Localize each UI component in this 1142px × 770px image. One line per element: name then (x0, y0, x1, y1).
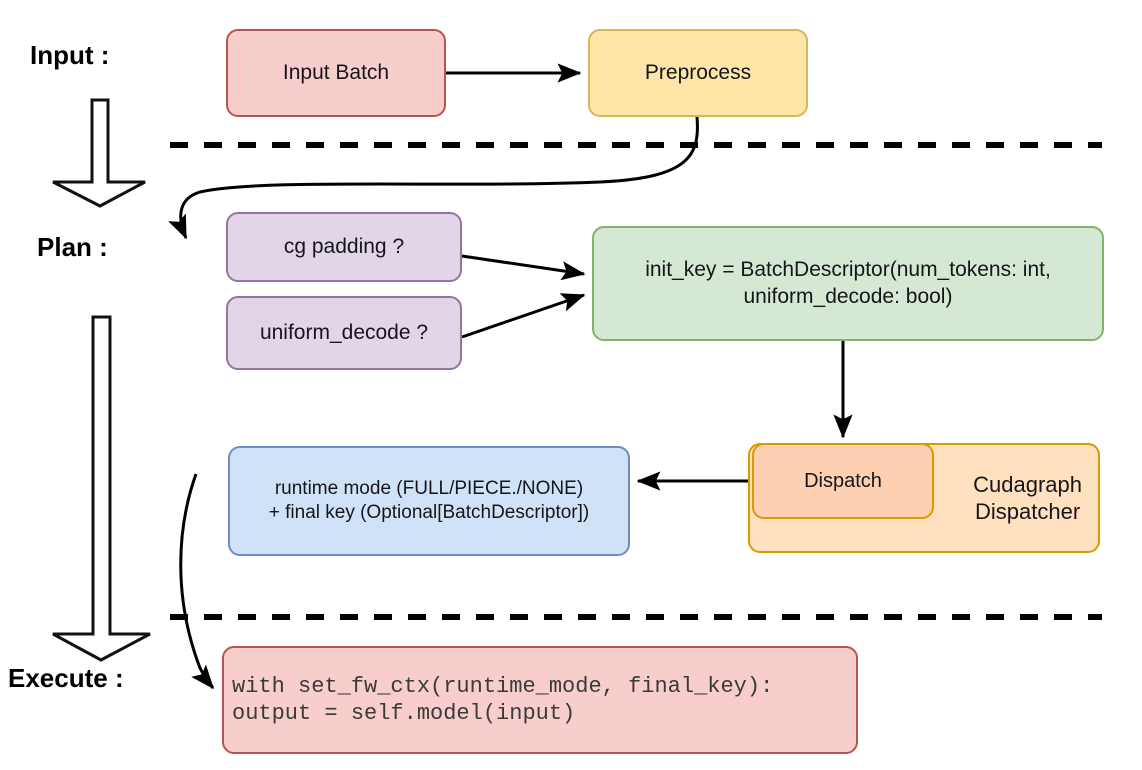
node-cg-padding[interactable]: cg padding ? (226, 212, 462, 282)
stage-arrow-plan-to-execute (52, 315, 151, 662)
node-dispatch-label: Dispatch (804, 469, 882, 492)
node-uniform-decode[interactable]: uniform_decode ? (226, 296, 462, 370)
node-preprocess[interactable]: Preprocess (588, 29, 808, 117)
node-init-key-label: init_key = BatchDescriptor(num_tokens: i… (645, 258, 1051, 308)
node-input-batch[interactable]: Input Batch (226, 29, 446, 117)
node-cudagraph-dispatcher-label: Cudagraph Dispatcher (973, 471, 1082, 525)
node-uniform-decode-label: uniform_decode ? (259, 320, 429, 344)
node-input-batch-label: Input Batch (282, 60, 390, 84)
stage-label-execute: Execute : (8, 663, 124, 693)
node-dispatch[interactable]: Dispatch (752, 443, 934, 519)
node-runtime-mode-label: runtime mode (FULL/PIECE./NONE) + final … (268, 478, 590, 523)
node-preprocess-label: Preprocess (644, 60, 752, 84)
node-init-key[interactable]: init_key = BatchDescriptor(num_tokens: i… (592, 226, 1104, 341)
edge-cg-padding-to-init-key (461, 254, 586, 281)
node-execute-code-label: with set_fw_ctx(runtime_mode, final_key)… (232, 673, 774, 727)
stage-arrow-input-to-plan (52, 98, 146, 208)
stage-label-plan: Plan : (37, 232, 108, 262)
node-runtime-mode[interactable]: runtime mode (FULL/PIECE./NONE) + final … (228, 446, 630, 556)
edge-runtime-mode-to-execute (179, 473, 215, 690)
node-cg-padding-label: cg padding ? (283, 234, 405, 258)
edge-uniform-decode-to-init-key (461, 293, 586, 339)
stage-label-input: Input : (30, 40, 110, 70)
node-execute-code[interactable]: with set_fw_ctx(runtime_mode, final_key)… (222, 646, 858, 754)
